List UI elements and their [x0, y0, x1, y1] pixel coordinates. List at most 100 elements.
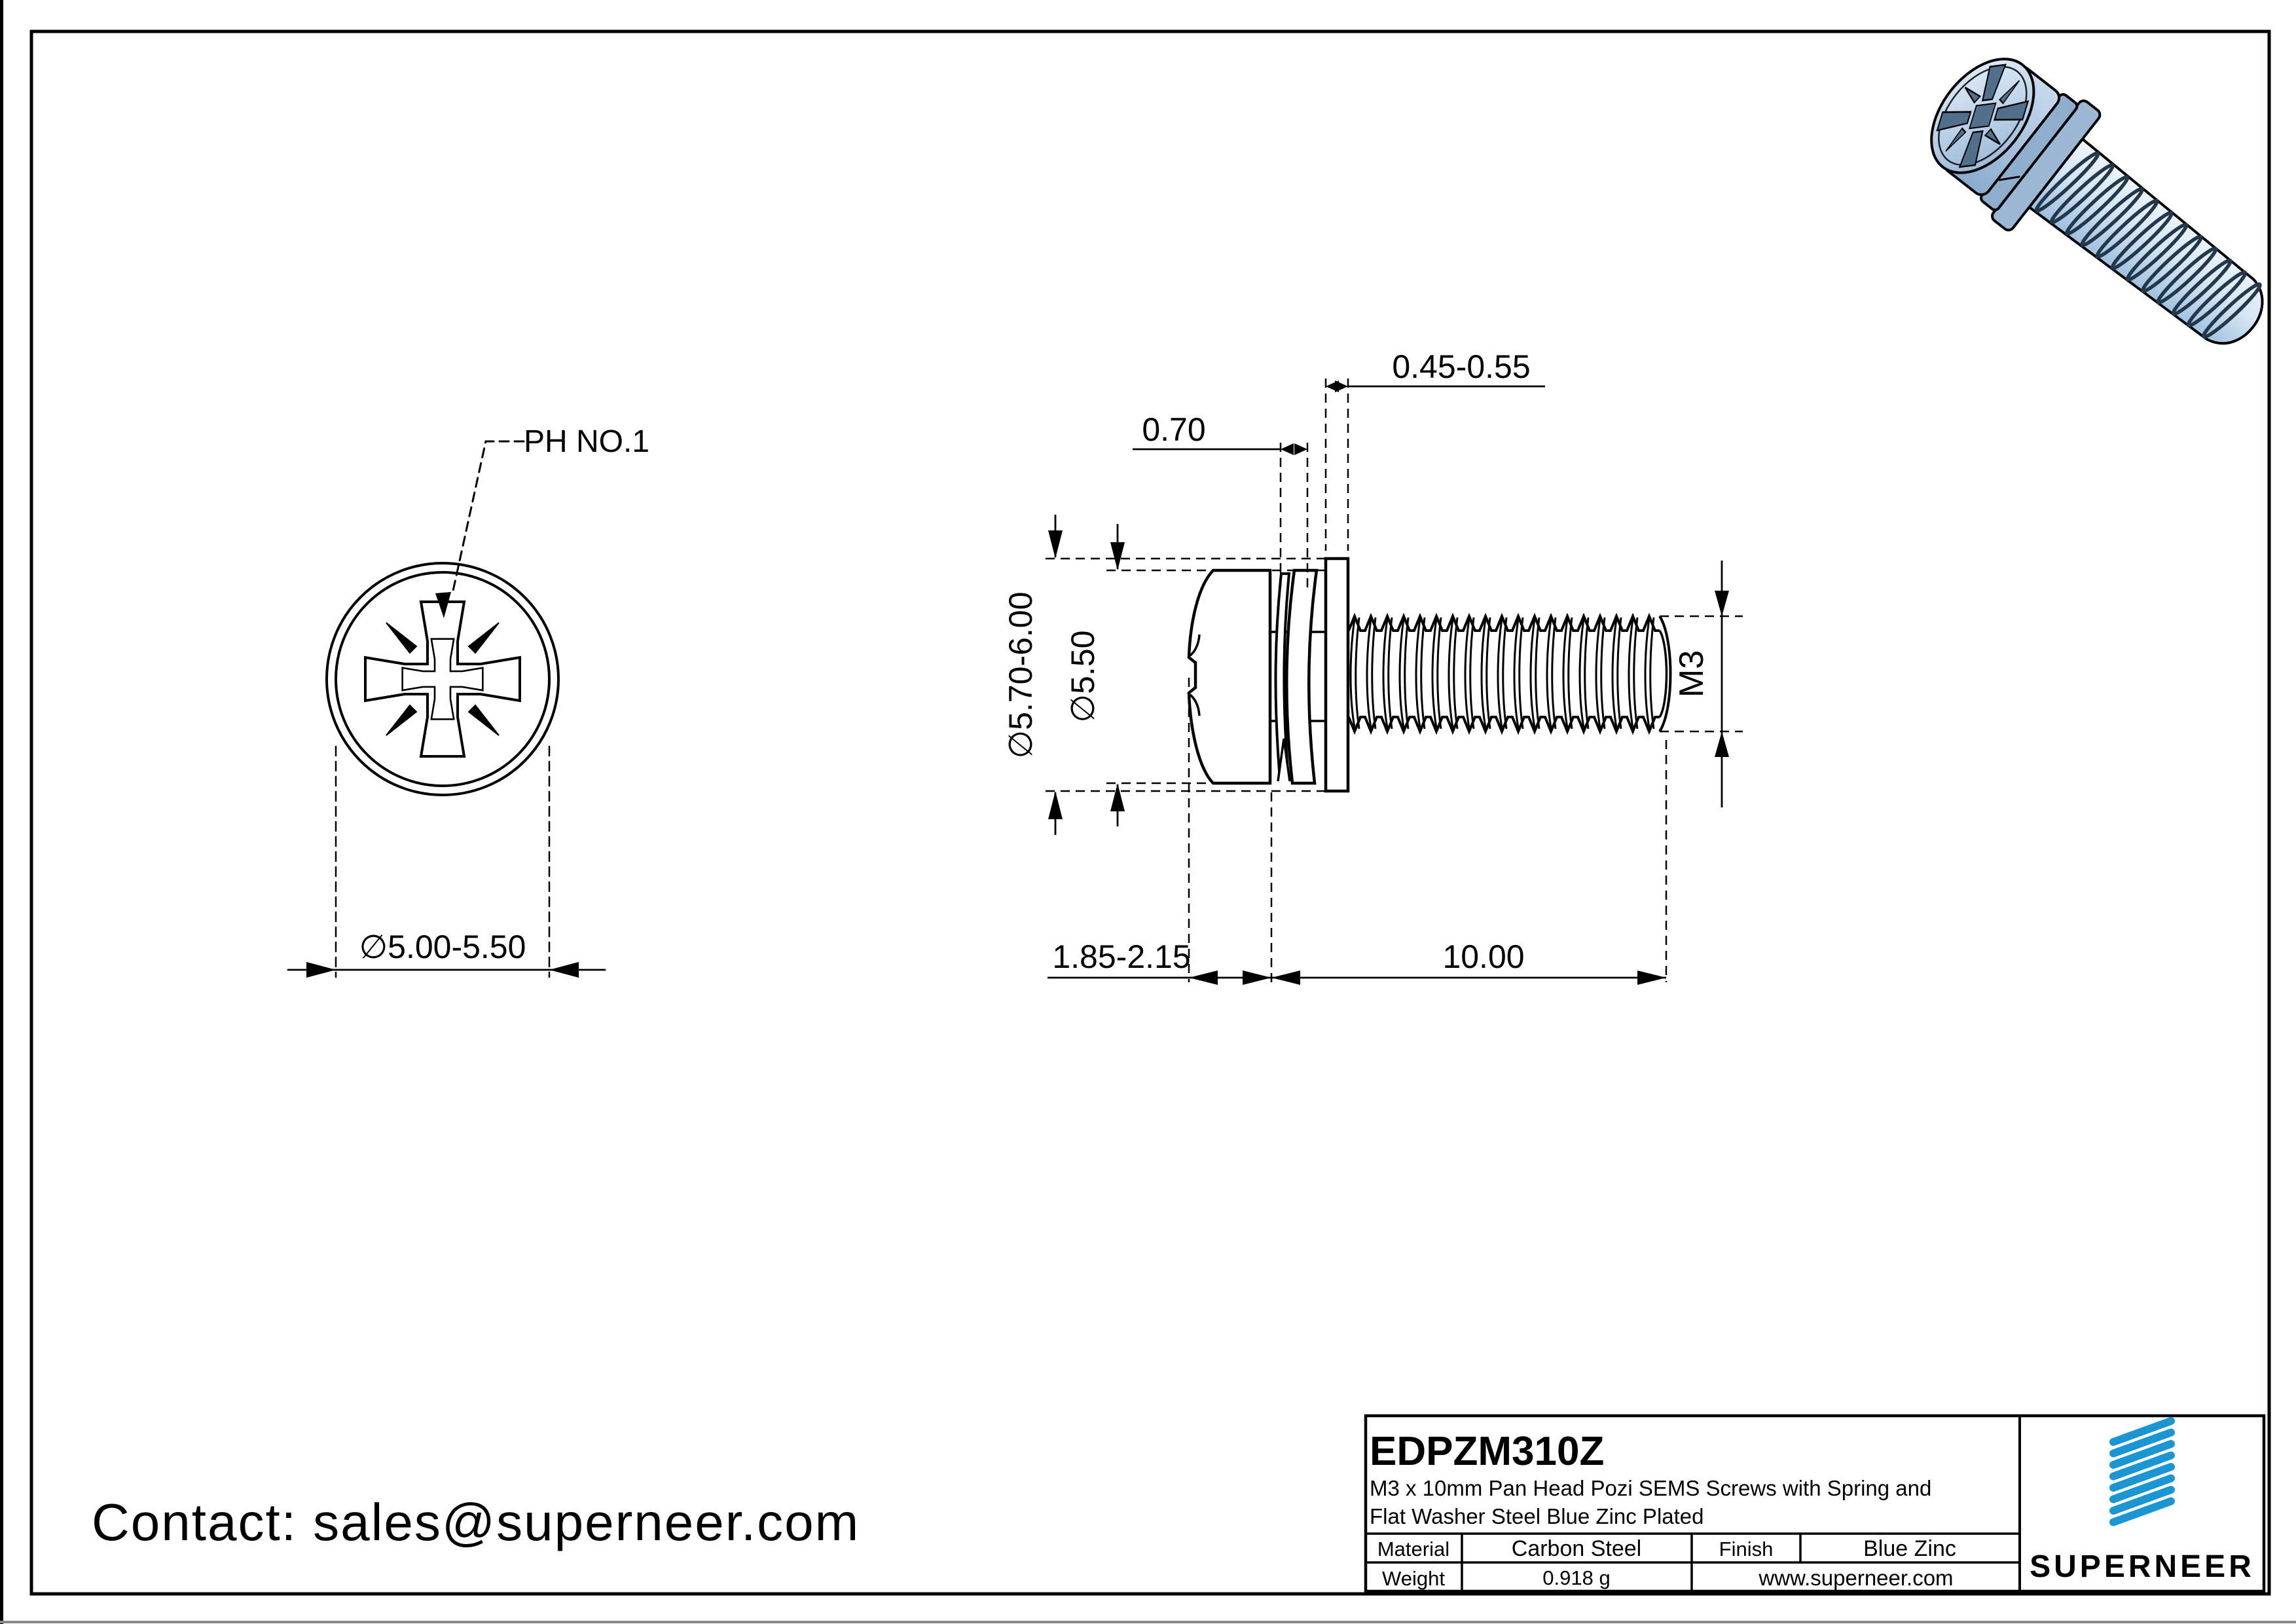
thread-flank: [1584, 617, 1590, 729]
thread-flank: [1600, 617, 1606, 729]
spring-washer-front: [1285, 568, 1319, 785]
thread-flank: [1551, 617, 1557, 729]
head-height-text: 1.85-2.15: [1052, 938, 1190, 975]
thread-flank: [1567, 617, 1573, 729]
thread-flank: [1349, 618, 1356, 728]
thread-flank: [1436, 617, 1442, 729]
spring-washer-thickness-text: 0.70: [1142, 411, 1205, 448]
render-spring-split: [1998, 175, 2020, 181]
pozi-cross-outline: [364, 600, 521, 758]
render-thread-ring: [2186, 270, 2248, 327]
thread-crest-line: [1347, 716, 1660, 735]
render-thread-ring: [2080, 187, 2144, 248]
render-thread-ring: [2034, 151, 2100, 213]
head-diameter-dimension: ∅5.00-5.50: [287, 745, 606, 978]
thread-length-text: 10.00: [1442, 938, 1524, 975]
thread-flank: [1448, 618, 1454, 728]
spring-washer-split: [1277, 738, 1291, 782]
thread-flank: [1480, 618, 1487, 728]
thread-flank: [1562, 618, 1569, 728]
screw-3d-render: [1930, 58, 2264, 345]
render-thread-ring: [2110, 211, 2174, 270]
pozi-wings: [386, 622, 500, 736]
title-block: EDPZM310Z M3 x 10mm Pan Head Pozi SEMS S…: [1364, 1414, 2266, 1593]
thread-flank: [1404, 617, 1410, 729]
thread-flank: [1382, 618, 1389, 728]
thread-flank: [1371, 617, 1377, 729]
thread-flank: [1453, 617, 1459, 729]
thread-flank: [1431, 618, 1438, 728]
thread-size-dimension: M3: [1673, 561, 1729, 807]
thread-flank: [1529, 618, 1536, 728]
part-number: EDPZM310Z: [1370, 1429, 1604, 1474]
thread-flank: [1616, 617, 1622, 729]
thread-flank: [1464, 618, 1470, 728]
flat-washer-od-text: ∅5.70-6.00: [1002, 592, 1039, 759]
drive-leader-line: [452, 440, 525, 592]
title-block-grid: [1366, 1416, 2021, 1591]
reference-lines: [1046, 378, 1743, 982]
part-description-line1: M3 x 10mm Pan Head Pozi SEMS Screws with…: [1370, 1476, 1931, 1500]
superneer-logo-stripes: [2109, 1417, 2175, 1526]
length-dimensions: 1.85-2.15 10.00: [1048, 938, 1666, 985]
thread-flank: [1398, 618, 1405, 728]
render-thread-ring: [2141, 234, 2203, 293]
thread-end-cap: [1658, 615, 1672, 733]
flat-washer-od-dimension: ∅5.70-6.00: [1002, 515, 1063, 835]
thread-flank: [1513, 618, 1520, 728]
render-thread-ring: [2095, 198, 2159, 259]
material-value: Carbon Steel: [1512, 1536, 1641, 1561]
thread-end-chamfer: [1658, 630, 1668, 718]
recess-upper-hook: [1189, 634, 1201, 657]
material-label: Material: [1377, 1538, 1449, 1560]
spring-washer-od-text: ∅5.50: [1065, 631, 1101, 723]
finish-label: Finish: [1719, 1538, 1774, 1560]
render-thread-ring: [2202, 282, 2262, 339]
render-thread-ring: [2065, 175, 2130, 236]
thread-flank: [1611, 618, 1618, 728]
weight-value: 0.918 g: [1542, 1566, 1610, 1589]
thread-flank: [1415, 618, 1421, 728]
finish-value: Blue Zinc: [1863, 1536, 1956, 1561]
thread-flank: [1469, 617, 1475, 729]
render-thread-ring: [2125, 223, 2189, 282]
thread-flank: [1644, 618, 1650, 728]
render-thread-ring: [2171, 258, 2232, 316]
pan-head-profile: [1187, 568, 1272, 785]
thread-flank: [1485, 617, 1491, 729]
thread-profile: [1347, 612, 1660, 735]
side-view: ∅5.70-6.00 ∅5.50 0.70 0.45-0.55: [1002, 348, 1743, 985]
brand-name: SUPERNEER: [2030, 1549, 2255, 1584]
thread-flank: [1420, 617, 1426, 729]
render-threads: [2034, 151, 2262, 339]
recess-lower-hook: [1189, 693, 1201, 716]
thread-flank: [1497, 618, 1503, 728]
thread-size-text: M3: [1673, 650, 1711, 697]
thread-flank: [1595, 618, 1601, 728]
flat-washer-thickness-text: 0.45-0.55: [1392, 348, 1530, 385]
thread-flank: [1578, 618, 1585, 728]
contact-email[interactable]: Contact: sales@superneer.com: [92, 1493, 860, 1551]
thread-flank: [1355, 617, 1360, 729]
flat-washer-profile: [1324, 557, 1350, 793]
website-link[interactable]: www.superneer.com: [1758, 1566, 1953, 1590]
render-thread-ring: [2049, 163, 2115, 225]
flat-washer-thickness-dimension: 0.45-0.55: [1326, 348, 1545, 392]
pozi-recess: [364, 600, 521, 758]
front-view: PH NO.1 ∅5.00-5.50: [287, 424, 649, 978]
render-head-chamfer: [1938, 65, 2028, 166]
thread-flank: [1546, 618, 1552, 728]
thread-flank: [1649, 617, 1655, 729]
part-description-line2: Flat Washer Steel Blue Zinc Plated: [1370, 1504, 1704, 1528]
render-pozi-recess: [1936, 64, 2029, 168]
thread-flank: [1628, 618, 1634, 728]
drawing-border: [29, 29, 2271, 1596]
thread-flank: [1633, 617, 1639, 729]
thread-flank: [1535, 617, 1540, 729]
spring-washer-od-dimension: ∅5.50: [1065, 524, 1125, 826]
weight-label: Weight: [1382, 1567, 1445, 1590]
drive-leader-arrow: [435, 592, 451, 618]
thread-flank: [1518, 617, 1524, 729]
